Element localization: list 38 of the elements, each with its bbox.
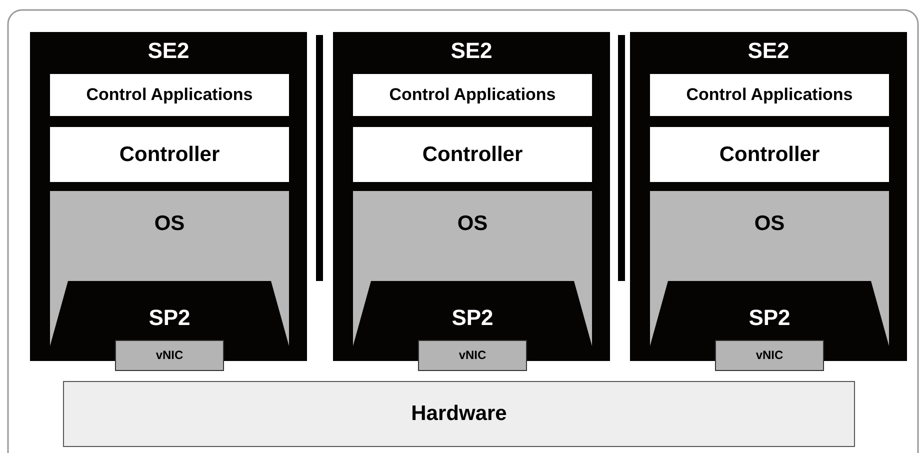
layer-label: vNIC (754, 347, 784, 364)
layer-label: OS (153, 211, 186, 237)
layer-label: Control Applications (685, 84, 854, 106)
layer-label: SP2 (450, 304, 494, 332)
block-title: SE2 (146, 37, 190, 65)
block-title: SE2 (450, 37, 494, 65)
layer-box (353, 127, 592, 182)
layer-label: Controller (421, 142, 524, 168)
trapezoid-block (50, 281, 289, 346)
server-block (630, 32, 907, 361)
layer-label: Hardware (410, 401, 508, 427)
layer-box (50, 127, 289, 182)
layer-label: vNIC (458, 347, 488, 364)
os-layer (50, 191, 289, 346)
nic-box (418, 340, 527, 371)
trapezoid-block (353, 281, 592, 346)
layer-box (353, 74, 592, 116)
hardware-bar (63, 381, 855, 447)
server-block (30, 32, 307, 361)
os-layer (353, 191, 592, 346)
nic-box (115, 340, 224, 371)
layer-box (650, 74, 889, 116)
layer-label: Controller (718, 142, 821, 168)
layer-label: SP2 (748, 304, 792, 332)
block-title: SE2 (746, 37, 790, 65)
layer-label: OS (753, 211, 786, 237)
layer-label: SP2 (148, 304, 192, 332)
server-block (333, 32, 610, 361)
trapezoid-block (650, 281, 889, 346)
layer-label: Controller (118, 142, 221, 168)
layer-label: Control Applications (85, 84, 254, 106)
nic-box (715, 340, 824, 371)
layer-box (50, 74, 289, 116)
layer-label: vNIC (154, 347, 184, 364)
layer-box (650, 127, 889, 182)
layer-label: OS (456, 211, 489, 237)
os-layer (650, 191, 889, 346)
layer-label: Control Applications (388, 84, 557, 106)
